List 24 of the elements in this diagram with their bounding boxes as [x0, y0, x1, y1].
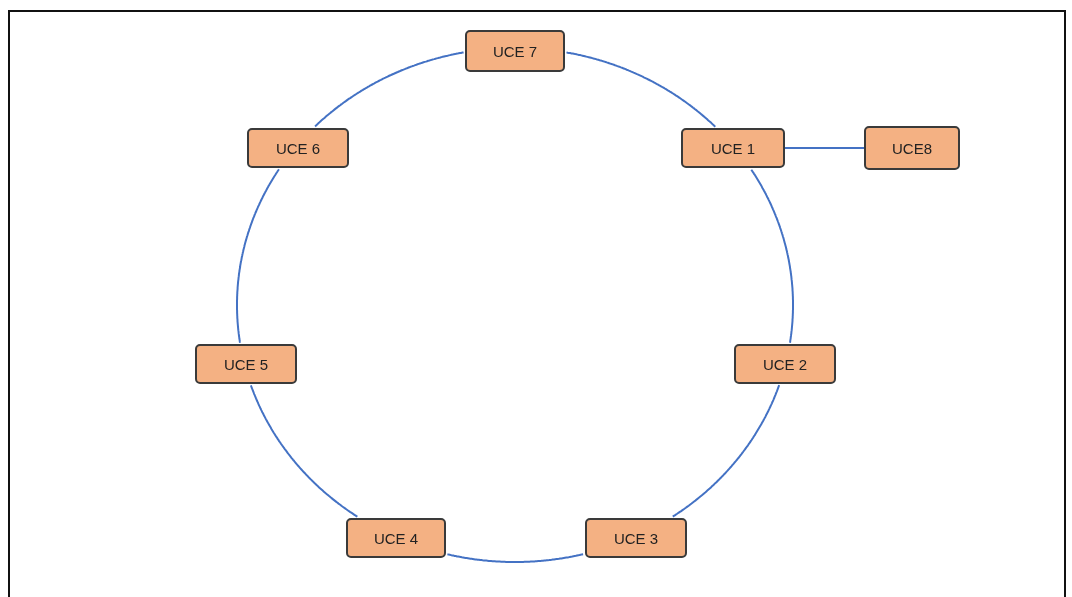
node-box — [195, 344, 297, 384]
connector-line — [236, 168, 280, 344]
node-box — [247, 128, 349, 168]
node-label: UCE 5 — [223, 355, 269, 373]
node-box — [734, 344, 836, 384]
node-label: UCE 4 — [373, 529, 419, 547]
node-box — [681, 128, 785, 168]
node-box — [465, 30, 565, 72]
connector-line — [249, 384, 359, 518]
connector-line — [750, 168, 794, 344]
node-label: UCE8 — [892, 139, 932, 157]
connector-line — [565, 51, 717, 128]
node-label: UCE 6 — [275, 139, 321, 157]
connector-line — [314, 51, 465, 128]
node-label: UCE 2 — [762, 355, 808, 373]
connector-line — [671, 384, 781, 518]
node-box — [346, 518, 446, 558]
node-box — [864, 126, 960, 170]
node-label: UCE 3 — [613, 529, 659, 547]
node-label: UCE 7 — [492, 42, 538, 60]
node-box — [585, 518, 687, 558]
connector-line — [446, 553, 585, 563]
connector-line — [784, 147, 865, 149]
node-label: UCE 1 — [710, 139, 756, 157]
